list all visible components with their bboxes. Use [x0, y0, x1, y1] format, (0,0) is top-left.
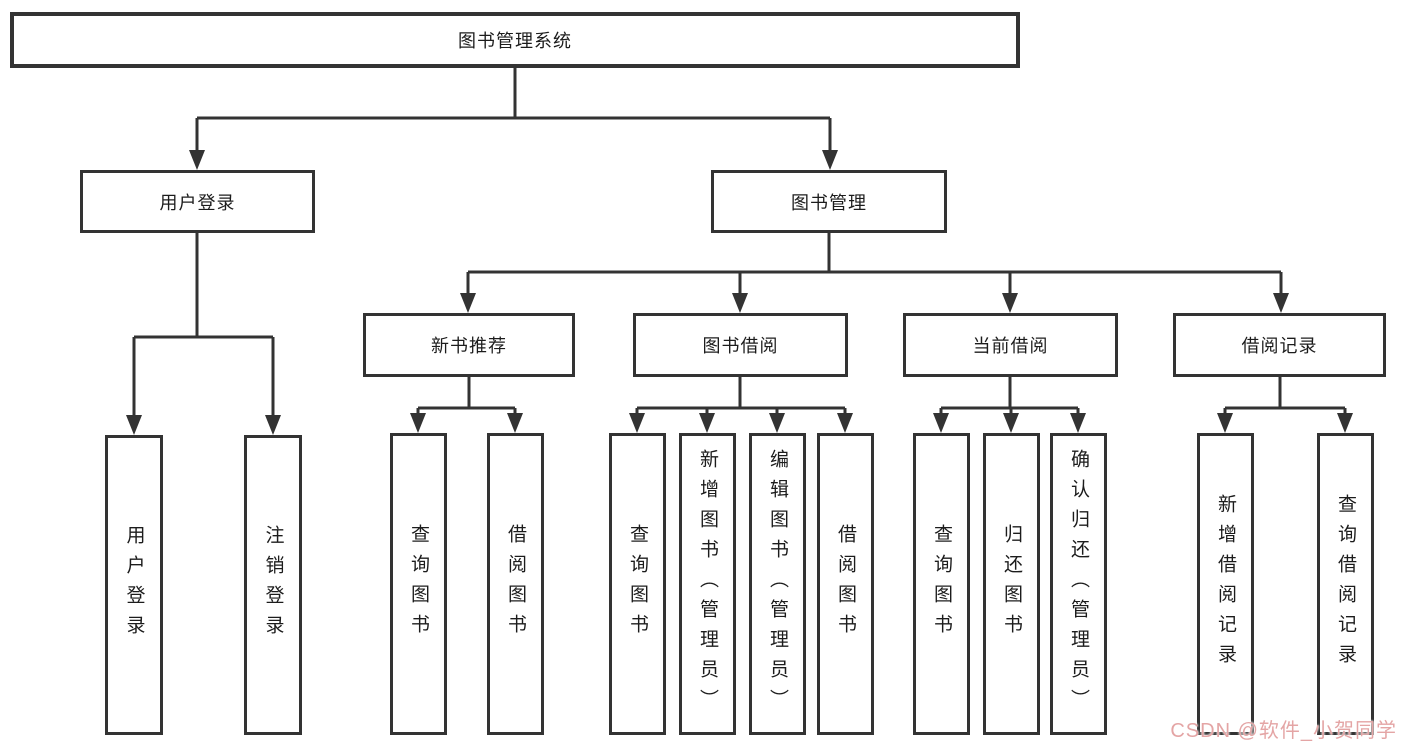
leaf-label: 确认归还（管理员）	[1068, 449, 1089, 719]
leaf-borrow-books-recommend: 借阅图书	[487, 433, 544, 735]
leaf-label: 新增借阅记录	[1215, 494, 1236, 674]
leaf-query-books-current: 查询图书	[913, 433, 970, 735]
leaf-return-books: 归还图书	[983, 433, 1040, 735]
leaf-logout-label: 注销登录	[262, 525, 284, 645]
node-book-management: 图书管理	[711, 170, 947, 233]
leaf-user-login-label: 用户登录	[123, 525, 145, 645]
leaf-label: 查询图书	[408, 524, 429, 644]
node-borrow-records: 借阅记录	[1173, 313, 1386, 377]
node-current-borrow: 当前借阅	[903, 313, 1118, 377]
leaf-add-books-admin: 新增图书（管理员）	[679, 433, 736, 735]
leaf-query-books-borrow: 查询图书	[609, 433, 666, 735]
leaf-query-books-recommend: 查询图书	[390, 433, 447, 735]
leaf-label: 查询借阅记录	[1335, 494, 1356, 674]
node-book-borrow: 图书借阅	[633, 313, 848, 377]
leaf-add-borrow-record: 新增借阅记录	[1197, 433, 1254, 735]
csdn-watermark: CSDN @软件_小贺同学	[1170, 720, 1397, 742]
leaf-borrow-books: 借阅图书	[817, 433, 874, 735]
leaf-label: 归还图书	[1001, 524, 1022, 644]
leaf-edit-books-admin: 编辑图书（管理员）	[749, 433, 806, 735]
leaf-label: 借阅图书	[835, 524, 856, 644]
node-new-book-recommend: 新书推荐	[363, 313, 575, 377]
node-user-login: 用户登录	[80, 170, 315, 233]
leaf-confirm-return-admin: 确认归还（管理员）	[1050, 433, 1107, 735]
leaf-query-borrow-record: 查询借阅记录	[1317, 433, 1374, 735]
leaf-label: 查询图书	[627, 524, 648, 644]
leaf-logout: 注销登录	[244, 435, 302, 735]
node-root-system: 图书管理系统	[10, 12, 1020, 68]
leaf-label: 编辑图书（管理员）	[767, 449, 788, 719]
leaf-label: 借阅图书	[505, 524, 526, 644]
leaf-label: 查询图书	[931, 524, 952, 644]
leaf-user-login: 用户登录	[105, 435, 163, 735]
leaf-label: 新增图书（管理员）	[697, 449, 718, 719]
